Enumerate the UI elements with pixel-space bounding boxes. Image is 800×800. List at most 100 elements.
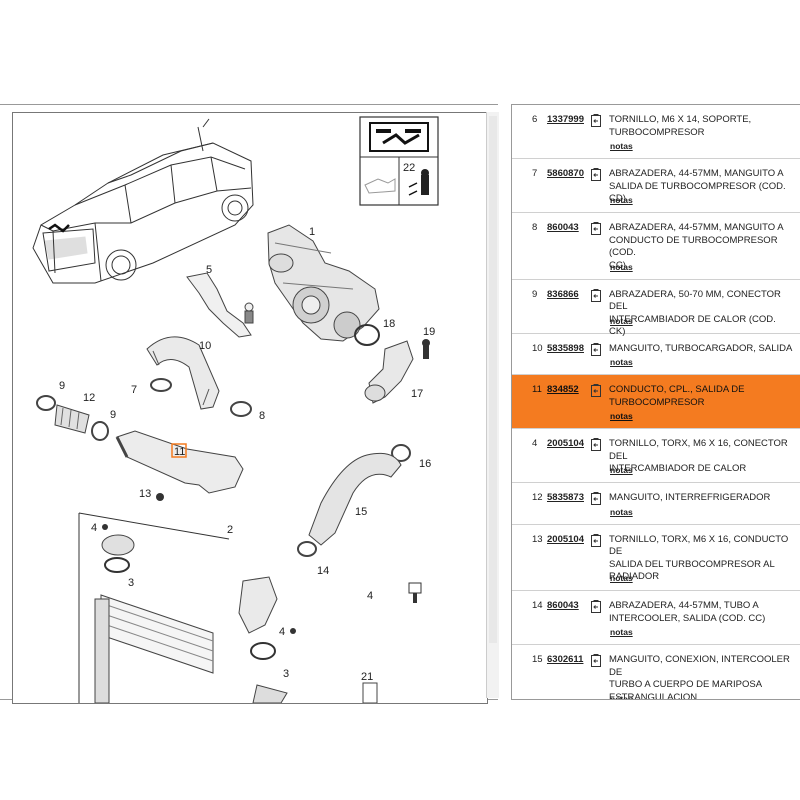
callout-16: 16 bbox=[419, 458, 431, 470]
part-description-line: MANGUITO, INTERREFRIGERADOR bbox=[609, 492, 771, 503]
clamp-14 bbox=[297, 541, 317, 557]
callout-21: 21 bbox=[361, 671, 373, 683]
hose-12 bbox=[54, 404, 90, 434]
part-number-link[interactable]: 860043 bbox=[547, 600, 579, 611]
callout-4-right: 4 bbox=[367, 590, 373, 602]
callout-18: 18 bbox=[383, 318, 395, 330]
clamp-16 bbox=[391, 444, 411, 462]
part-description-line: TURBO A CUERPO DE MARIPOSA bbox=[609, 679, 763, 690]
part-number-link[interactable]: 836866 bbox=[547, 288, 579, 300]
callout-2: 2 bbox=[227, 524, 233, 536]
callout-14: 14 bbox=[317, 565, 329, 577]
duct-11 bbox=[115, 430, 244, 494]
add-to-list-icon[interactable] bbox=[591, 600, 602, 613]
turbocharger bbox=[267, 224, 380, 342]
callout-22: 22 bbox=[403, 162, 415, 174]
notes-link[interactable]: notas bbox=[610, 573, 633, 583]
part-description-line: ABRAZADERA, 50-70 MM, CONECTOR DEL bbox=[609, 288, 781, 313]
clamp-7 bbox=[150, 378, 172, 392]
part-description: MANGUITO, INTERREFRIGERADOR bbox=[609, 492, 793, 505]
item-number: 4 bbox=[532, 438, 538, 449]
part-description-line: ABRAZADERA, 44-57MM, MANGUITO A bbox=[609, 168, 784, 179]
add-to-list-icon[interactable] bbox=[591, 222, 602, 235]
notes-link[interactable]: notas bbox=[610, 411, 633, 421]
part-number-link[interactable]: 2005104 bbox=[547, 533, 584, 545]
notes-link[interactable]: notas bbox=[610, 506, 633, 517]
hose-10 bbox=[146, 336, 220, 410]
callout-13: 13 bbox=[139, 488, 151, 500]
part-description-line: TURBOCOMPRESOR bbox=[609, 126, 705, 138]
diagram-scrollbar-thumb[interactable] bbox=[489, 116, 497, 644]
intercooler-box bbox=[78, 512, 422, 703]
notes-link[interactable]: notas bbox=[610, 141, 633, 151]
part-description-line: INTERCAMBIADOR DE CALOR (COD. CK) bbox=[609, 313, 776, 338]
part-number-link[interactable]: 834852 bbox=[547, 384, 579, 395]
part-description-line: CONDUCTO, CPL., SALIDA DE bbox=[609, 384, 745, 395]
part-description-line: ABRAZADERA, 44-57MM, MANGUITO A bbox=[609, 222, 784, 233]
part-number-link[interactable]: 6302611 bbox=[547, 654, 584, 665]
item-number: 6 bbox=[532, 114, 538, 125]
diagram-scrollbar[interactable] bbox=[486, 112, 499, 698]
item-number: 7 bbox=[532, 168, 538, 179]
parts-diagram[interactable]: 22 bbox=[12, 112, 488, 704]
clamp-8 bbox=[230, 401, 252, 417]
car-illustration bbox=[32, 118, 254, 284]
notes-link[interactable]: notas bbox=[610, 693, 633, 700]
callout-12: 12 bbox=[83, 392, 95, 404]
add-to-list-icon[interactable] bbox=[591, 492, 602, 505]
add-to-list-icon[interactable] bbox=[591, 168, 602, 181]
part-description-line: MANGUITO, TURBOCARGADOR, SALIDA bbox=[609, 342, 793, 354]
callout-8: 8 bbox=[259, 410, 265, 422]
part-number-link[interactable]: 2005104 bbox=[547, 438, 584, 449]
part-number-link[interactable]: 860043 bbox=[547, 222, 579, 233]
notes-link[interactable]: notas bbox=[610, 261, 633, 272]
part-description-line: MANGUITO, CONEXION, INTERCOOLER DE bbox=[609, 654, 790, 678]
callout-4-middle: 4 bbox=[279, 626, 285, 638]
notes-link[interactable]: notas bbox=[610, 465, 633, 475]
part-number-link[interactable]: 5835898 bbox=[547, 342, 584, 354]
bolt-icon bbox=[408, 169, 429, 196]
part-number-link[interactable]: 1337999 bbox=[547, 114, 584, 125]
add-to-list-icon[interactable] bbox=[591, 438, 602, 451]
part-description-line: TORNILLO, TORX, M6 X 16, CONDUCTO DE bbox=[609, 533, 789, 558]
selected-part-marker bbox=[171, 443, 187, 458]
notes-link[interactable]: notas bbox=[610, 357, 633, 367]
clamp-9-top bbox=[36, 395, 56, 411]
callout-17: 17 bbox=[411, 388, 423, 400]
add-to-list-icon[interactable] bbox=[591, 114, 602, 127]
add-to-list-icon[interactable] bbox=[591, 342, 602, 356]
notes-link[interactable]: notas bbox=[610, 315, 633, 326]
add-to-list-icon[interactable] bbox=[591, 384, 602, 397]
add-to-list-icon[interactable] bbox=[591, 288, 602, 302]
engine-part-icon bbox=[364, 178, 396, 194]
elbow-17 bbox=[364, 340, 414, 404]
parts-list-row[interactable]: 6 1337999 TORNILLO, M6 X 14, SOPORTE,TURBO… bbox=[512, 105, 800, 159]
notes-link[interactable]: notas bbox=[610, 627, 633, 637]
add-to-list-icon[interactable] bbox=[591, 533, 602, 547]
callout-1: 1 bbox=[309, 226, 315, 238]
part-description-line: ABRAZADERA, 44-57MM, TUBO A bbox=[609, 600, 759, 611]
bolt-4-loose bbox=[408, 582, 422, 603]
callout-11: 11 bbox=[174, 446, 185, 458]
add-to-list-icon[interactable] bbox=[591, 654, 602, 667]
callout-3-top: 3 bbox=[128, 577, 134, 589]
part-number-link[interactable]: 5860870 bbox=[547, 168, 584, 179]
part-number-link[interactable]: 5835873 bbox=[547, 492, 584, 503]
item-number: 11 bbox=[532, 384, 542, 395]
notes-link[interactable]: notas bbox=[610, 195, 633, 205]
hose-15 bbox=[308, 452, 402, 546]
part-description-line: TORNILLO, M6 X 14, SOPORTE, bbox=[609, 114, 752, 125]
